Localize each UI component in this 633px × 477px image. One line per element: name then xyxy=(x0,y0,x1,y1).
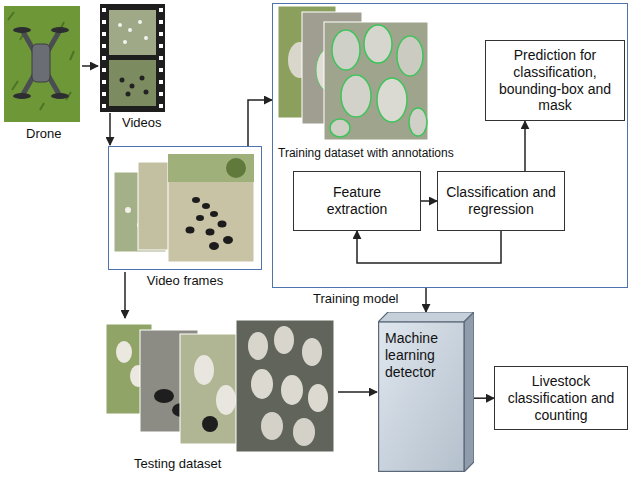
group-title: Training model xyxy=(313,291,399,307)
connector-arrow xyxy=(524,121,526,171)
process-box: Feature extraction xyxy=(293,171,421,231)
process-box: Classification and regression xyxy=(437,171,565,231)
group-title: Video frames xyxy=(109,273,261,289)
image-caption: Drone xyxy=(26,126,61,141)
video-frame-images xyxy=(114,154,254,262)
node-text: Machine learning detector xyxy=(385,330,458,380)
node-text: Classification and regression xyxy=(446,184,556,218)
drone-photo xyxy=(4,6,80,122)
node-text: Livestock classification and counting xyxy=(503,373,619,423)
training-images xyxy=(278,6,428,140)
image-caption: Videos xyxy=(122,115,162,130)
output-box: Livestock classification and counting xyxy=(494,366,628,430)
connector-arrow xyxy=(425,288,427,312)
node-text: Prediction for classification, bounding-… xyxy=(494,47,616,114)
connector-arrow xyxy=(474,397,494,399)
frame-box: Video frames xyxy=(108,146,262,270)
image-caption: Training dataset with annotations xyxy=(278,146,454,160)
film-strip xyxy=(100,4,165,112)
group-box: Training modelPrediction for classificat… xyxy=(272,3,628,288)
image-caption: Testing dataset xyxy=(134,456,221,471)
detector-box: Machine learning detector xyxy=(378,312,474,472)
connector-arrow xyxy=(248,100,272,146)
process-box: Prediction for classification, bounding-… xyxy=(485,40,625,121)
testing-images xyxy=(106,320,334,452)
connector-arrow xyxy=(421,200,437,202)
connector-arrow xyxy=(357,231,501,263)
node-text: Feature extraction xyxy=(302,184,412,218)
